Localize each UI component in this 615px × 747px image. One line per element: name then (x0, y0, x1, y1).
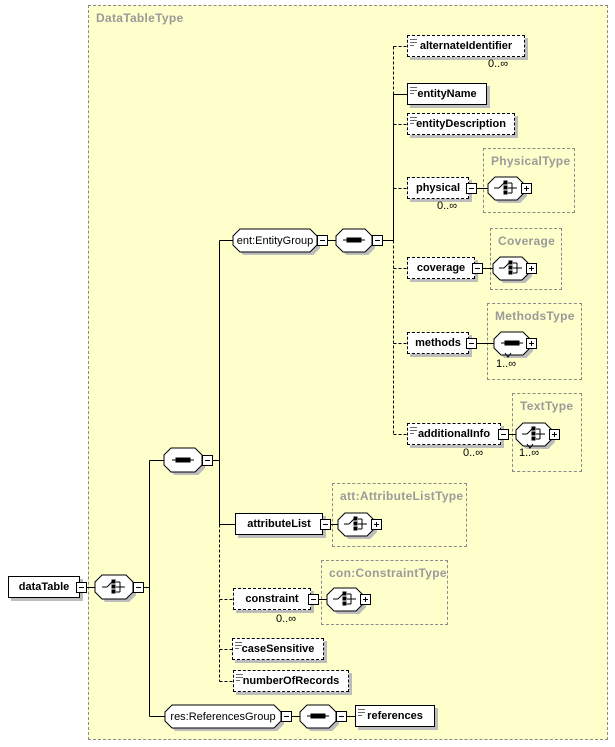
element-label: additionalInfo (417, 428, 491, 440)
element-attributelist[interactable]: attributeList (235, 513, 323, 535)
element-label: entityDescription (416, 118, 506, 130)
collapse-toggle[interactable] (372, 235, 383, 246)
occurrence-tail-icon (504, 352, 512, 358)
type-frame-attributelisttype: att:AttributeListType (332, 483, 467, 547)
element-label: physical (415, 182, 461, 194)
occurrence-label: 0..∞ (437, 200, 458, 212)
element-physical[interactable]: physical (407, 177, 469, 199)
occurrence-label: 1..∞ (519, 447, 540, 459)
element-coverage[interactable]: coverage (407, 257, 475, 279)
complextype-frame-datatabletype: DataTableType (88, 5, 608, 740)
expand-toggle[interactable] (549, 429, 560, 440)
type-frame-label: con:ConstraintType (329, 566, 447, 580)
occurrence-label: 1..∞ (496, 358, 517, 370)
expand-toggle[interactable] (526, 338, 537, 349)
element-alternateidentifier[interactable]: alternateIdentifier (407, 35, 525, 57)
text-content-icon (236, 674, 243, 681)
collapse-toggle[interactable] (202, 455, 213, 466)
element-casesensitive[interactable]: caseSensitive (232, 638, 324, 660)
element-label: alternateIdentifier (419, 40, 513, 52)
complextype-frame-label: DataTableType (96, 11, 184, 25)
type-frame-texttype: TextType (512, 393, 582, 472)
element-methods[interactable]: methods (407, 332, 469, 354)
text-content-icon (410, 87, 417, 94)
connector-lines-optional (219, 46, 407, 682)
element-label: coverage (416, 262, 466, 274)
element-label: dataTable (18, 581, 70, 593)
group-ent-entitygroup[interactable] (232, 228, 318, 253)
element-references[interactable]: references (355, 705, 435, 727)
collapse-toggle[interactable] (336, 711, 347, 722)
type-frame-label: att:AttributeListType (340, 489, 464, 503)
type-frame-label: Coverage (498, 234, 556, 248)
occurrence-label: 0..∞ (463, 447, 484, 459)
collapse-toggle[interactable] (320, 519, 331, 530)
group-label-res-referencesgroup: res:ReferencesGroup (170, 710, 276, 723)
expand-toggle[interactable] (526, 263, 537, 274)
element-additionalinfo[interactable]: additionalInfo (407, 423, 501, 445)
expand-toggle[interactable] (521, 183, 532, 194)
text-content-icon (410, 39, 417, 46)
element-label: references (367, 710, 423, 722)
element-entityname[interactable]: entityName (407, 83, 487, 105)
element-constraint[interactable]: constraint (233, 588, 311, 610)
collapse-toggle[interactable] (466, 183, 477, 194)
text-content-icon (410, 427, 417, 434)
text-content-icon (410, 117, 417, 124)
element-entitydescription[interactable]: entityDescription (407, 113, 515, 135)
group-res-referencesgroup[interactable] (164, 704, 282, 729)
type-frame-label: PhysicalType (491, 154, 571, 168)
collapse-toggle[interactable] (498, 429, 509, 440)
collapse-toggle[interactable] (281, 711, 292, 722)
collapse-toggle[interactable] (308, 594, 319, 605)
group-label-ent-entitygroup: ent:EntityGroup (236, 234, 314, 247)
expand-toggle[interactable] (371, 519, 382, 530)
element-label: constraint (245, 593, 299, 605)
element-label: entityName (417, 88, 477, 100)
type-frame-label: MethodsType (495, 309, 575, 323)
occurrence-label: 0..∞ (488, 58, 509, 70)
type-frame-physicaltype: PhysicalType (483, 148, 575, 213)
connector-lines-solid (87, 94, 516, 717)
collapse-toggle[interactable] (317, 235, 328, 246)
type-frame-label: TextType (520, 399, 574, 413)
collapse-toggle[interactable] (472, 263, 483, 274)
collapse-toggle[interactable] (466, 338, 477, 349)
expand-toggle[interactable] (360, 594, 371, 605)
collapse-toggle[interactable] (133, 582, 144, 593)
element-label: caseSensitive (241, 643, 315, 655)
type-frame-coverage: Coverage (490, 228, 562, 290)
element-label: methods (415, 337, 461, 349)
type-frame-constrainttype: con:ConstraintType (321, 560, 448, 625)
element-datatable[interactable]: dataTable (8, 576, 80, 598)
occurrence-tail-icon (526, 443, 534, 449)
occurrence-label: 0..∞ (276, 613, 297, 625)
collapse-toggle[interactable] (76, 582, 87, 593)
element-label: numberOfRecords (242, 675, 340, 687)
text-content-icon (235, 642, 242, 649)
text-content-icon (358, 709, 365, 716)
element-label: attributeList (247, 518, 311, 530)
element-numberofrecords[interactable]: numberOfRecords (233, 670, 349, 692)
type-frame-methodstype: MethodsType (487, 303, 582, 380)
